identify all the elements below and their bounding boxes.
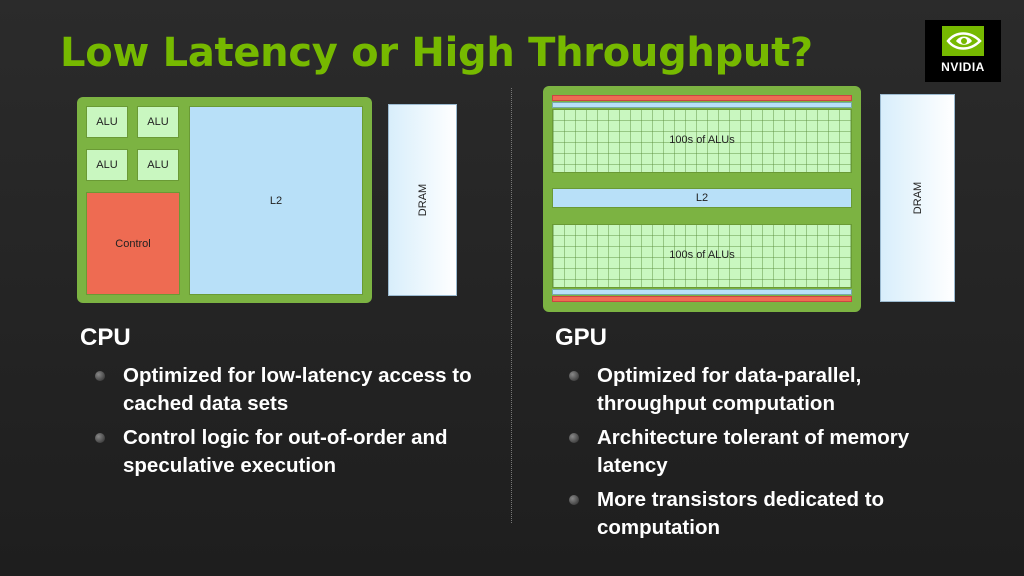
list-item: Architecture tolerant of memory latency [569, 424, 969, 480]
gpu-l2-cache: L2 [552, 188, 852, 208]
gpu-alu-array-top: 100s of ALUs [552, 109, 852, 173]
cpu-alu-4: ALU [137, 149, 179, 181]
cpu-alu-1: ALU [86, 106, 128, 138]
gpu-cache-stripe-1 [552, 102, 852, 108]
cpu-dram-label: DRAM [416, 183, 429, 217]
column-divider [511, 88, 512, 523]
gpu-alu-array-top-label: 100s of ALUs [669, 134, 735, 146]
cpu-bullet-text: Control logic for out-of-order and specu… [123, 426, 448, 477]
cpu-control-unit: Control [86, 192, 180, 295]
nvidia-eye-icon [942, 26, 984, 56]
cpu-alu-3: ALU [86, 149, 128, 181]
gpu-dram: DRAM [880, 94, 955, 302]
list-item: More transistors dedicated to computatio… [569, 486, 969, 542]
cpu-bullet-text: Optimized for low-latency access to cach… [123, 364, 472, 415]
gpu-control-stripe-1 [552, 95, 852, 101]
cpu-heading: CPU [80, 324, 131, 351]
gpu-bullet-text: More transistors dedicated to computatio… [597, 488, 885, 539]
gpu-alu-array-bottom: 100s of ALUs [552, 224, 852, 288]
gpu-bullet-text: Optimized for data-parallel, throughput … [597, 364, 862, 415]
cpu-bullet-list: Optimized for low-latency access to cach… [95, 362, 475, 486]
cpu-chip: ALU ALU ALU ALU Control L2 [77, 97, 372, 303]
list-item: Optimized for data-parallel, throughput … [569, 362, 969, 418]
gpu-bullet-list: Optimized for data-parallel, throughput … [569, 362, 969, 548]
slide-title: Low Latency or High Throughput? [60, 30, 813, 76]
bullet-icon [569, 371, 579, 381]
gpu-dram-label: DRAM [911, 181, 924, 215]
cpu-alu-2: ALU [137, 106, 179, 138]
cpu-l2-cache: L2 [189, 106, 363, 295]
gpu-heading: GPU [555, 324, 608, 351]
gpu-alu-array-bottom-label: 100s of ALUs [669, 249, 735, 261]
gpu-chip: 100s of ALUs L2 100s of ALUs [543, 86, 861, 312]
cpu-dram: DRAM [388, 104, 457, 296]
gpu-cache-stripe-2 [552, 289, 852, 295]
list-item: Control logic for out-of-order and specu… [95, 424, 475, 480]
gpu-control-stripe-2 [552, 296, 852, 302]
bullet-icon [95, 371, 105, 381]
bullet-icon [569, 433, 579, 443]
bullet-icon [569, 495, 579, 505]
bullet-icon [95, 433, 105, 443]
gpu-bullet-text: Architecture tolerant of memory latency [597, 426, 910, 477]
list-item: Optimized for low-latency access to cach… [95, 362, 475, 418]
logo-wordmark: NVIDIA [941, 60, 985, 74]
nvidia-logo: NVIDIA [925, 20, 1001, 82]
